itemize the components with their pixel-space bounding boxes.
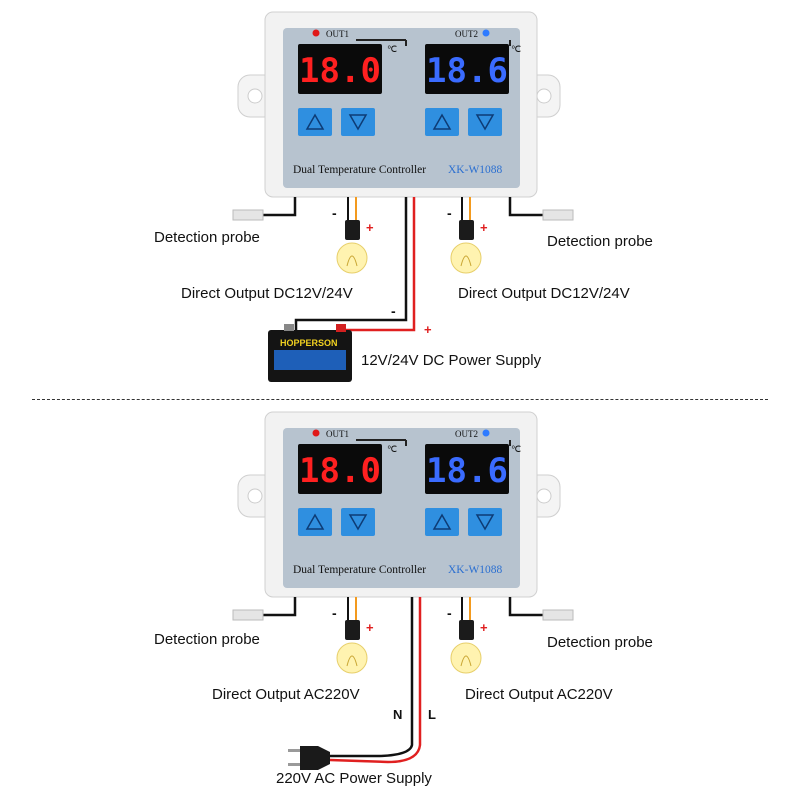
probe-right xyxy=(542,209,574,221)
display-1 xyxy=(298,444,382,494)
plus-sign: + xyxy=(366,220,374,235)
bulb-right-icon xyxy=(450,620,482,674)
dc-wiring-panel: OUT1 OUT2 18.0 ℃ 18.6 ℃ Dual Temperature xyxy=(154,11,653,382)
minus-sign: - xyxy=(447,605,452,621)
ac-wiring-diagram: OUT1 OUT2 18.0 ℃ 18.6 ℃ Dual Temperature… xyxy=(232,411,574,770)
controller-model: XK-W1088 xyxy=(448,164,503,176)
battery-brand: HOPPERSON xyxy=(280,338,338,348)
unit-label-1: ℃ xyxy=(387,44,397,54)
minus-sign: - xyxy=(391,303,396,319)
out2-label: OUT2 xyxy=(455,29,478,39)
display-2-value: 18.6 xyxy=(426,451,508,491)
display-1-value: 18.0 xyxy=(299,451,381,491)
unit-label-1: ℃ xyxy=(387,444,397,454)
section-divider xyxy=(32,399,768,400)
plus-sign: + xyxy=(480,220,488,235)
controller-model: XK-W1088 xyxy=(448,564,503,576)
battery-icon: HOPPERSON xyxy=(268,324,352,382)
ac-plug-icon xyxy=(288,746,330,770)
power-supply-label: 220V AC Power Supply xyxy=(276,770,432,787)
probe-label-left: Detection probe xyxy=(154,229,260,246)
probe-right xyxy=(542,609,574,621)
display-2 xyxy=(425,444,509,494)
display-2-value: 18.6 xyxy=(426,51,508,91)
display-1 xyxy=(298,44,382,94)
probe-left xyxy=(232,209,264,221)
out1-led xyxy=(312,429,320,437)
plus-sign: + xyxy=(480,620,488,635)
ac-wiring-panel: OUT1 OUT2 18.0 ℃ 18.6 ℃ Dual Temperature… xyxy=(0,400,800,800)
unit-label-2: ℃ xyxy=(511,444,521,454)
probe-label-left: Detection probe xyxy=(154,631,260,648)
probe-label-right: Detection probe xyxy=(547,233,653,250)
bulb-left-icon xyxy=(336,220,368,274)
output-label-left: Direct Output DC12V/24V xyxy=(181,285,353,302)
out2-led xyxy=(482,429,490,437)
up-button-1[interactable] xyxy=(298,108,332,136)
out2-label: OUT2 xyxy=(455,429,478,439)
controller-title: Dual Temperature Controller xyxy=(293,164,426,176)
controller-title: Dual Temperature Controller xyxy=(293,564,426,576)
up-button-2[interactable] xyxy=(425,108,459,136)
output-label-right: Direct Output DC12V/24V xyxy=(458,285,630,302)
neutral-label: N xyxy=(393,707,403,722)
live-label: L xyxy=(428,707,436,722)
down-button-2[interactable] xyxy=(468,508,502,536)
output-label-left: Direct Output AC220V xyxy=(212,686,360,703)
out1-led xyxy=(312,29,320,37)
plus-sign: + xyxy=(366,620,374,635)
power-supply-label: 12V/24V DC Power Supply xyxy=(361,352,542,369)
bulb-left-icon xyxy=(336,620,368,674)
down-button-1[interactable] xyxy=(341,108,375,136)
minus-sign: - xyxy=(332,205,337,221)
output-label-right: Direct Output AC220V xyxy=(465,686,613,703)
out1-label: OUT1 xyxy=(326,29,349,39)
bulb-right-icon xyxy=(450,220,482,274)
up-button-2[interactable] xyxy=(425,508,459,536)
probe-label-right: Detection probe xyxy=(547,634,653,651)
display-2 xyxy=(425,44,509,94)
out1-label: OUT1 xyxy=(326,429,349,439)
out2-led xyxy=(482,29,490,37)
display-1-value: 18.0 xyxy=(299,51,381,91)
minus-sign: - xyxy=(447,205,452,221)
down-button-1[interactable] xyxy=(341,508,375,536)
up-button-1[interactable] xyxy=(298,508,332,536)
plus-sign: + xyxy=(424,322,432,337)
down-button-2[interactable] xyxy=(468,108,502,136)
minus-sign: - xyxy=(332,605,337,621)
probe-left xyxy=(232,609,264,621)
dc-wiring-diagram: OUT1 OUT2 18.0 ℃ 18.6 ℃ Dual Temperature xyxy=(232,11,574,382)
unit-label-2: ℃ xyxy=(511,44,521,54)
